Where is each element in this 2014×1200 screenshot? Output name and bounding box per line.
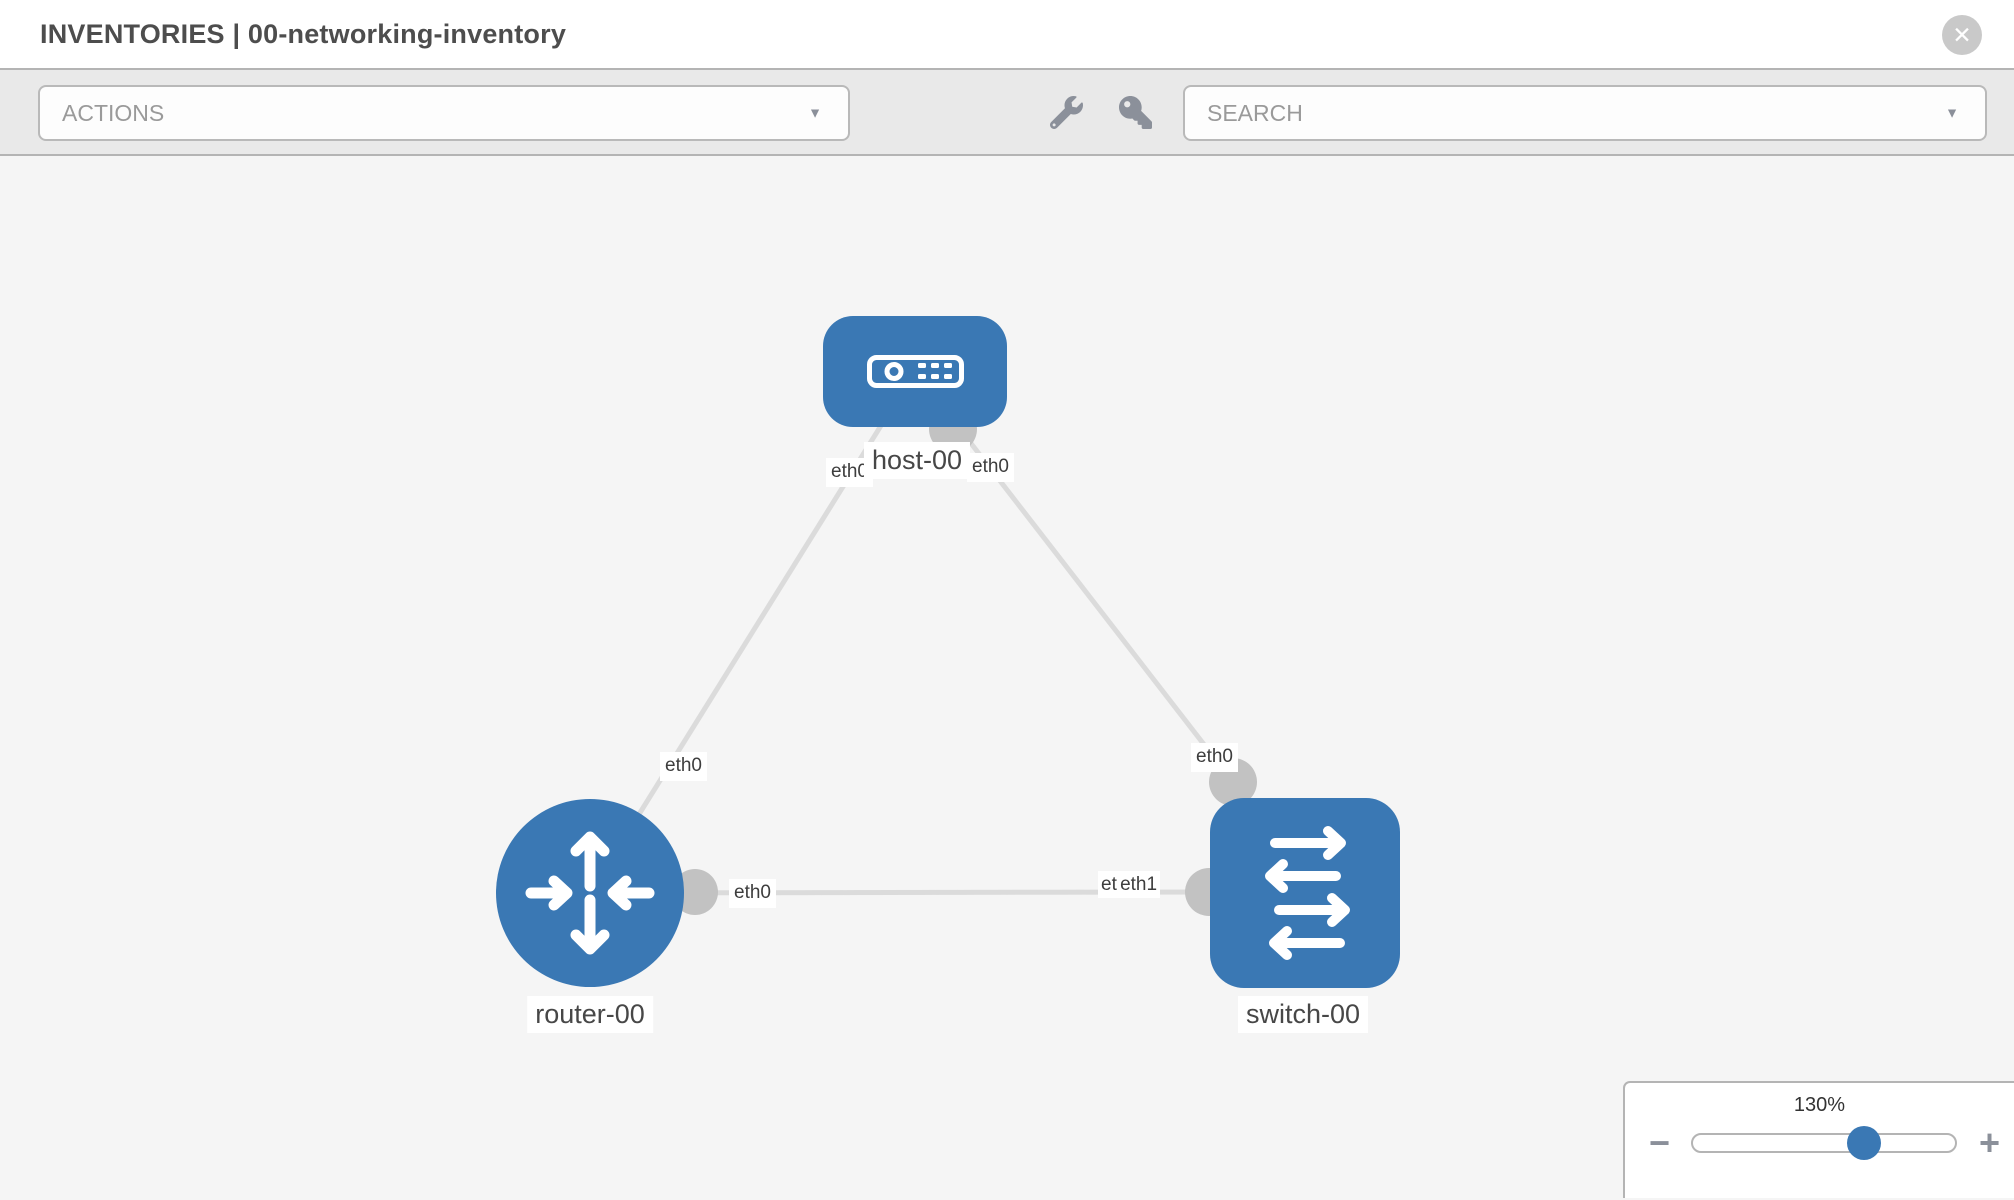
chevron-down-icon: ▼ bbox=[1945, 104, 1959, 121]
close-icon: ✕ bbox=[1952, 21, 1972, 48]
interface-label: eth1 bbox=[1117, 871, 1161, 898]
zoom-level: 130% bbox=[1793, 1094, 1846, 1116]
host-icon bbox=[867, 355, 964, 388]
zoom-out-button[interactable]: − bbox=[1649, 1122, 1671, 1163]
actions-dropdown-label: ACTIONS bbox=[62, 99, 165, 126]
interface-label: eth0 bbox=[967, 453, 1014, 482]
router-icon bbox=[525, 831, 655, 955]
node-label-switch: switch-00 bbox=[1237, 996, 1369, 1034]
switch-icon bbox=[1265, 826, 1350, 960]
page-title: INVENTORIES | 00-networking-inventory bbox=[40, 18, 567, 49]
key-glyph bbox=[1119, 96, 1152, 129]
node-label-host: host-00 bbox=[863, 442, 971, 480]
interface-label: eth0 bbox=[729, 879, 776, 908]
toolbar: ACTIONS ▼ SEARCH ▼ bbox=[0, 70, 2014, 156]
search-dropdown[interactable]: SEARCH ▼ bbox=[1183, 85, 1987, 141]
actions-dropdown[interactable]: ACTIONS ▼ bbox=[38, 85, 850, 141]
chevron-down-icon: ▼ bbox=[808, 104, 822, 121]
router-interface-dot bbox=[672, 869, 718, 915]
zoom-slider-row: − + bbox=[1625, 1125, 2014, 1161]
zoom-panel: 130% − + bbox=[1623, 1081, 2014, 1198]
node-host-00[interactable] bbox=[823, 316, 1007, 427]
topology-canvas[interactable]: eth0 eth0 eth0 eth0 eth0 etleth1 host-00… bbox=[0, 156, 2014, 1198]
wrench-icon[interactable] bbox=[1049, 96, 1083, 130]
wrench-glyph bbox=[1049, 96, 1083, 130]
key-icon[interactable] bbox=[1119, 96, 1152, 129]
zoom-slider[interactable] bbox=[1691, 1126, 1957, 1160]
interface-dots bbox=[672, 405, 1257, 916]
close-button[interactable]: ✕ bbox=[1942, 15, 1982, 55]
node-switch-00[interactable] bbox=[1210, 798, 1400, 988]
interface-label-pair: etleth1 bbox=[1098, 871, 1161, 898]
topology-graph bbox=[496, 316, 1400, 988]
zoom-in-button[interactable]: + bbox=[1978, 1122, 2000, 1163]
node-router-00[interactable] bbox=[496, 799, 684, 987]
node-label-router: router-00 bbox=[527, 996, 653, 1034]
header: INVENTORIES | 00-networking-inventory ✕ bbox=[0, 0, 2014, 70]
interface-label: eth0 bbox=[660, 752, 707, 781]
zoom-slider-thumb[interactable] bbox=[1847, 1126, 1881, 1160]
search-dropdown-label: SEARCH bbox=[1207, 99, 1303, 126]
interface-label: eth0 bbox=[1191, 743, 1238, 772]
